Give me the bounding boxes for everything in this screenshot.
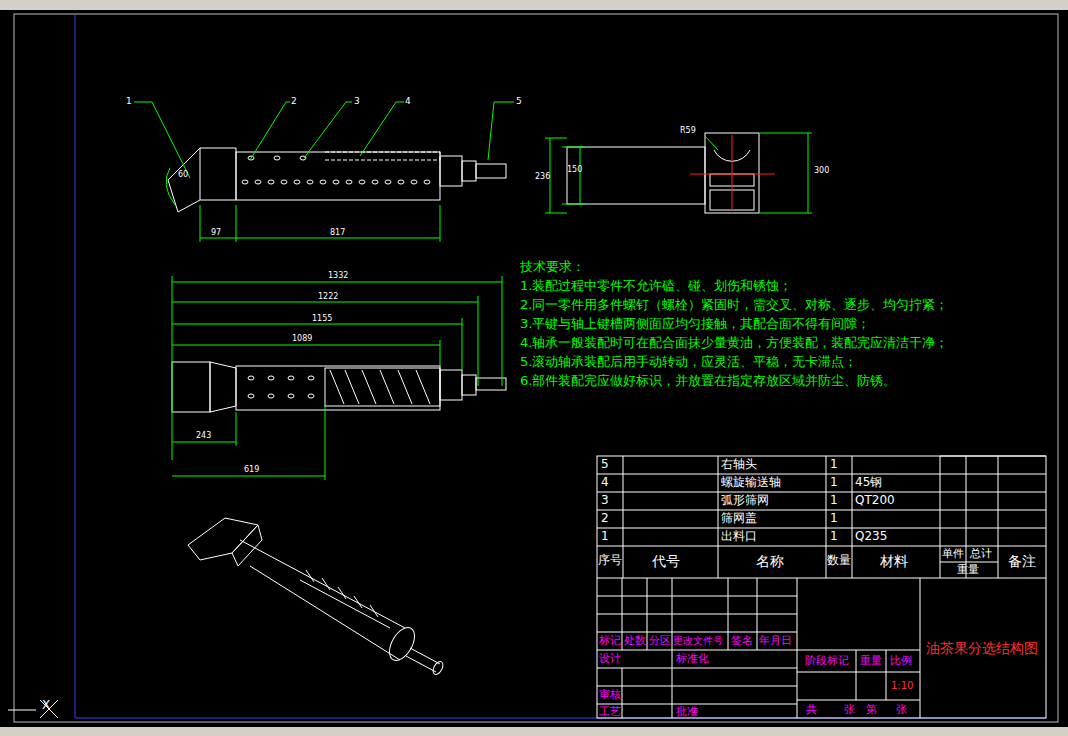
- drawing-label: 处数: [624, 635, 646, 648]
- drawing-label: 150: [567, 165, 582, 174]
- drawing-label: 张: [844, 704, 855, 717]
- drawing-label: 右轴头: [721, 458, 757, 472]
- drawing-label: 年月日: [759, 635, 792, 648]
- drawing-label: 名称: [756, 553, 784, 569]
- drawing-label: 3: [601, 494, 609, 508]
- drawing-label: 张: [896, 704, 907, 717]
- drawing-label: 2: [291, 96, 297, 106]
- drawing-label: 1: [830, 494, 838, 508]
- drawing-label: 243: [196, 431, 211, 440]
- drawing-label: 1: [601, 530, 609, 544]
- drawing-label: 备注: [1008, 553, 1036, 569]
- drawing-label: R59: [680, 126, 696, 135]
- drawing-label: X: [42, 699, 50, 713]
- drawing-label: 2.同一零件用多件螺钉（螺栓）紧固时，需交叉、对称、逐步、均匀拧紧；: [520, 298, 948, 313]
- drawing-label: 1332: [328, 271, 348, 280]
- drawing-label: 单件: [942, 548, 964, 561]
- drawing-label: 数量: [827, 554, 851, 568]
- drawing-label: 共: [806, 704, 817, 717]
- drawing-label: 更改文件号: [673, 635, 723, 647]
- drawing-label: 重量: [957, 564, 979, 577]
- drawing-label: 弧形筛网: [721, 494, 769, 508]
- drawing-label: 总计: [970, 548, 992, 561]
- drawing-label: 4: [601, 476, 609, 490]
- drawing-label: 4.轴承一般装配时可在配合面抹少量黄油，方便装配，装配完应清洁干净；: [520, 336, 948, 351]
- drawing-label: 5: [516, 96, 522, 106]
- drawing-label: 817: [330, 228, 345, 237]
- drawing-label: 筛网盖: [721, 512, 757, 526]
- drawing-label: 设计: [599, 653, 621, 666]
- drawing-label: 1: [830, 458, 838, 472]
- drawing-label: 批准: [676, 706, 698, 719]
- drawing-label: Q235: [855, 530, 887, 544]
- drawing-label: 标准化: [676, 653, 709, 666]
- drawing-label: 60: [178, 170, 188, 179]
- drawing-label: 236: [535, 172, 550, 181]
- drawing-label: 油茶果分选结构图: [926, 640, 1038, 656]
- drawing-label: 技术要求：: [520, 260, 585, 275]
- drawing-label: 序号: [598, 554, 622, 568]
- drawing-label: 阶段标记: [805, 655, 849, 668]
- drawing-label: 审核: [599, 689, 621, 702]
- drawing-label: 6.部件装配完应做好标识，并放置在指定存放区域并防尘、防锈。: [520, 374, 896, 389]
- drawing-label: 5: [601, 458, 609, 472]
- drawing-label: 1: [830, 476, 838, 490]
- drawing-label: 300: [814, 166, 829, 175]
- drawing-label: 材料: [880, 553, 908, 569]
- drawing-label: 1: [830, 530, 838, 544]
- drawing-label: 2: [601, 512, 609, 526]
- drawing-label: 1:10: [891, 680, 913, 692]
- drawing-label: 代号: [652, 553, 680, 569]
- drawing-label: 分区: [649, 635, 671, 648]
- drawing-label: 1: [830, 512, 838, 526]
- drawing-label: 工艺: [599, 706, 621, 719]
- drawing-label: 比例: [890, 655, 912, 668]
- drawing-label: 45钢: [855, 476, 882, 490]
- drawing-label: 1222: [318, 292, 338, 301]
- drawing-label: 螺旋输送轴: [721, 476, 781, 490]
- drawing-label: 第: [866, 704, 877, 717]
- drawing-label: 1.装配过程中零件不允许磕、碰、划伤和锈蚀；: [520, 279, 792, 294]
- drawing-label: 3: [354, 96, 360, 106]
- drawing-label: 97: [211, 228, 221, 237]
- drawing-label: 1155: [312, 314, 332, 323]
- drawing-label: 4: [405, 96, 411, 106]
- drawing-label: 签名: [731, 635, 753, 648]
- drawing-label: 出料口: [721, 530, 757, 544]
- drawing-label: QT200: [855, 494, 895, 508]
- drawing-label: 标记: [599, 635, 621, 648]
- drawing-label: 619: [244, 465, 259, 474]
- drawing-label: 重量: [860, 655, 882, 668]
- drawing-label: 1089: [292, 334, 312, 343]
- drawing-label: 1: [126, 96, 132, 106]
- drawing-label: 3.平键与轴上键槽两侧面应均匀接触，其配合面不得有间隙；: [520, 317, 870, 332]
- drawing-label: 5.滚动轴承装配后用手动转动，应灵活、平稳，无卡滞点；: [520, 355, 857, 370]
